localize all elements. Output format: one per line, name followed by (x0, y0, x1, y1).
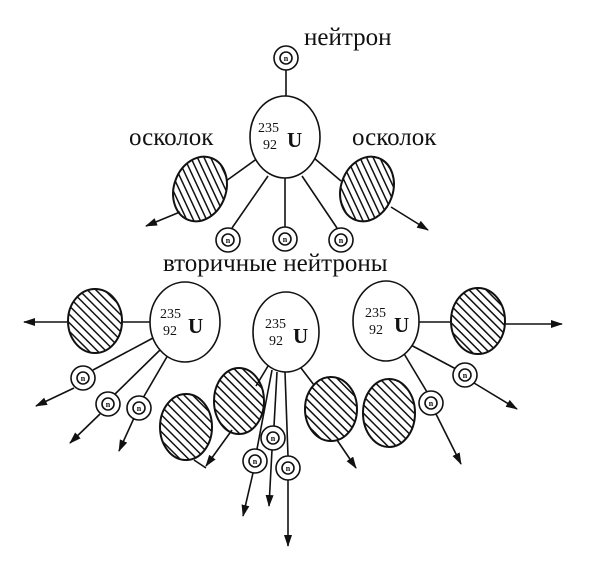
fragment-label-left: осколок (129, 124, 214, 151)
fragment-label-right: осколок (352, 124, 437, 151)
svg-text:n: n (253, 457, 258, 466)
fragment-hatched (339, 155, 395, 223)
svg-text:n: n (286, 464, 291, 473)
svg-text:n: n (106, 400, 111, 409)
svg-text:U: U (293, 324, 308, 348)
fragment-hatched (304, 376, 358, 442)
uranium-nucleus (352, 280, 420, 362)
fragment-hatched (172, 155, 228, 223)
secondary-neutrons-top: n n n (215, 175, 354, 253)
uranium-nucleus (149, 281, 221, 363)
svg-text:U: U (188, 314, 203, 338)
fission-left: n n n 235 92 U (23, 281, 221, 469)
fragment-hatched (213, 367, 265, 435)
svg-text:n: n (226, 236, 231, 245)
svg-text:n: n (81, 374, 86, 383)
svg-text:235: 235 (160, 307, 181, 322)
fragment-hatched (67, 288, 123, 354)
uranium-nucleus (252, 291, 320, 373)
svg-text:235: 235 (265, 317, 286, 332)
svg-text:n: n (429, 399, 434, 408)
uranium-nucleus-top: 235 92 U (249, 95, 321, 179)
svg-text:92: 92 (263, 138, 277, 153)
svg-text:235: 235 (258, 121, 279, 136)
svg-text:n: n (283, 235, 288, 244)
incoming-neutron: n (273, 45, 299, 97)
svg-text:n: n (339, 236, 344, 245)
fission-right: n n 235 92 U (352, 280, 563, 465)
fragments-top (145, 155, 429, 231)
svg-text:n: n (137, 404, 142, 413)
svg-text:U: U (394, 313, 409, 337)
fragment-hatched (362, 378, 416, 448)
fission-center: n n n 235 92 U (205, 291, 358, 547)
svg-text:235: 235 (365, 306, 386, 321)
svg-text:92: 92 (369, 323, 383, 338)
svg-text:n: n (284, 54, 289, 63)
secondary-neutrons-label: вторичные нейтроны (163, 250, 388, 277)
fragment-hatched (450, 287, 506, 355)
svg-text:U: U (287, 128, 302, 152)
svg-text:92: 92 (163, 324, 177, 339)
neutron-label: нейтрон (304, 24, 391, 51)
fragment-hatched (159, 393, 213, 461)
svg-text:n: n (463, 371, 468, 380)
svg-text:n: n (271, 434, 276, 443)
svg-text:92: 92 (269, 334, 283, 349)
